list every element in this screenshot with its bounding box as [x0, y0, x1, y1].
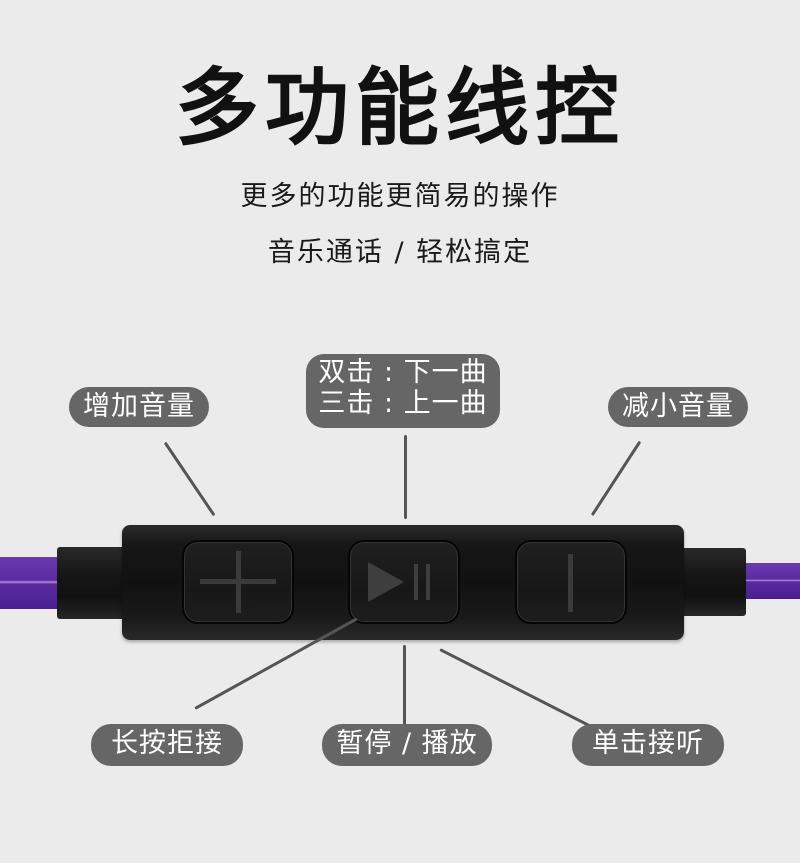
page-title: 多功能线控 — [174, 59, 625, 157]
subtitle-music-call: 音乐通话 / 轻松搞定 — [267, 237, 533, 268]
plus-icon — [200, 551, 276, 613]
play-pause-button[interactable] — [348, 540, 460, 624]
volume-up-button[interactable] — [182, 540, 294, 624]
play-pause-icon — [368, 562, 430, 602]
callout-track-skip: 双击 : 下一曲 三击 : 上一曲 — [306, 354, 500, 428]
minus-icon — [568, 554, 573, 612]
connector-line — [590, 440, 642, 517]
callout-prev-track: 三击 : 上一曲 — [318, 388, 488, 419]
collar-right — [680, 548, 746, 616]
callout-single-press-answer: 单击接听 — [572, 724, 724, 766]
cable-left — [0, 557, 60, 609]
connector-line — [404, 435, 407, 519]
callout-volume-down: 减小音量 — [608, 387, 748, 427]
connector-line — [439, 648, 602, 733]
connector-line — [403, 645, 406, 725]
remote-control — [122, 525, 684, 640]
callout-play-pause: 暂停 / 播放 — [322, 724, 492, 766]
callout-volume-up: 增加音量 — [69, 387, 209, 427]
collar-left — [57, 547, 127, 619]
cable-right — [745, 563, 800, 599]
connector-line — [163, 441, 216, 517]
subtitle-features: 更多的功能更简易的操作 — [240, 181, 560, 212]
callout-long-press-reject: 长按拒接 — [91, 724, 243, 766]
callout-next-track: 双击 : 下一曲 — [318, 357, 488, 388]
volume-down-button[interactable] — [515, 540, 627, 624]
